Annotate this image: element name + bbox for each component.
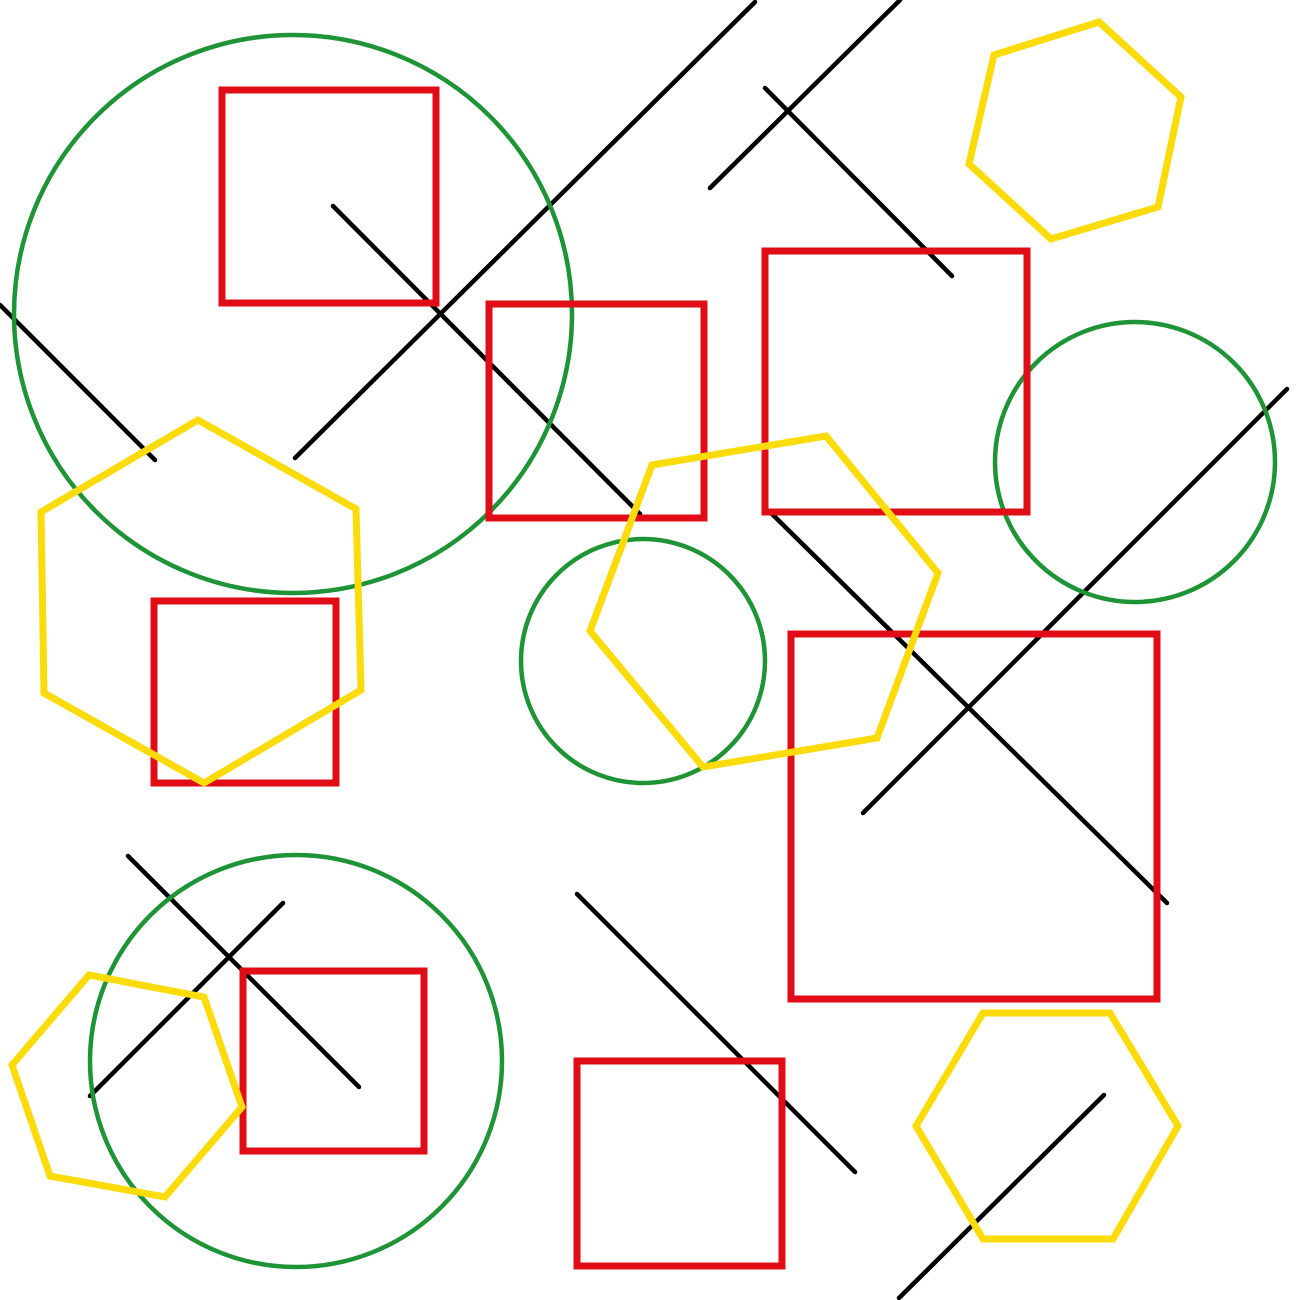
line (860, 386, 1290, 816)
square (485, 300, 708, 522)
hexagon (37, 415, 365, 788)
hexagon (965, 18, 1185, 243)
square (761, 247, 1031, 516)
circles-group (11, 32, 1278, 1270)
line (574, 891, 858, 1175)
square (218, 86, 440, 307)
hexagon (8, 971, 246, 1201)
square (150, 597, 340, 787)
hexagon (911, 1009, 1183, 1243)
line (762, 85, 955, 279)
squares-group (150, 86, 1161, 1270)
circle (11, 32, 575, 596)
circle (518, 536, 768, 786)
hexagons-group (8, 18, 1185, 1243)
square (573, 1057, 786, 1270)
line (707, 0, 903, 191)
square (787, 630, 1161, 1003)
line (896, 1092, 1107, 1300)
line (0, 302, 158, 463)
circle (992, 319, 1278, 605)
hexagon (586, 432, 942, 771)
circle (87, 852, 505, 1270)
line (87, 900, 286, 1099)
square (239, 967, 428, 1155)
line (292, 0, 758, 461)
